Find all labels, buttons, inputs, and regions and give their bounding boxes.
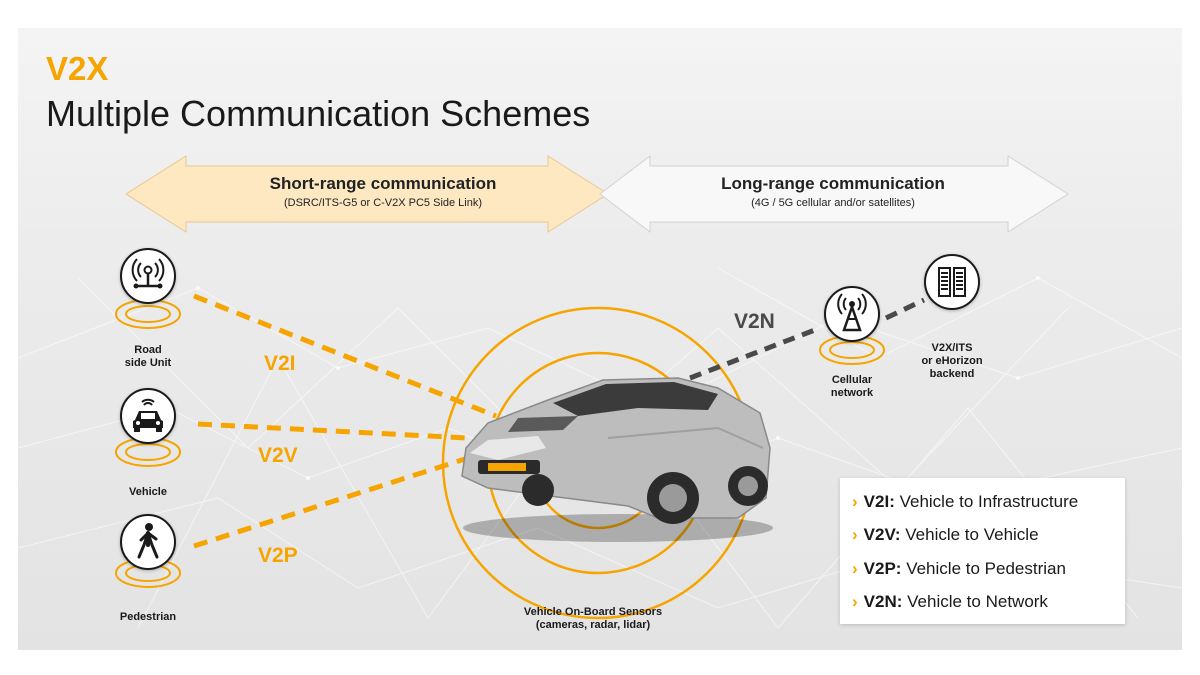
connected-car bbox=[461, 377, 773, 542]
cellular-network-node bbox=[824, 286, 880, 342]
legend-text: Vehicle to Vehicle bbox=[905, 525, 1039, 544]
roadside-unit-label-line2: side Unit bbox=[124, 357, 172, 369]
page-title: Multiple Communication Schemes bbox=[46, 93, 591, 134]
legend-text: Vehicle to Infrastructure bbox=[899, 492, 1079, 511]
on-board-sensors-subtitle: (cameras, radar, lidar) bbox=[535, 619, 651, 631]
heading: V2X Multiple Communication Schemes bbox=[46, 50, 590, 136]
links-layer bbox=[115, 293, 926, 620]
roadside-unit-icon bbox=[131, 258, 165, 289]
vehicle-icon bbox=[133, 398, 163, 432]
short-range-text: Short-range communication (DSRC/ITS-G5 o… bbox=[228, 174, 538, 209]
pedestrian-icon bbox=[137, 523, 159, 559]
on-board-sensors-label: Vehicle On-Board Sensors (cameras, radar… bbox=[488, 606, 698, 632]
legend-text: Vehicle to Network bbox=[907, 592, 1048, 611]
pedestrian-label: Pedestrian bbox=[119, 611, 177, 623]
backend-link-line bbox=[884, 297, 926, 321]
v2i-link-line bbox=[193, 293, 497, 419]
short-range-subtitle: (DSRC/ITS-G5 or C-V2X PC5 Side Link) bbox=[283, 197, 483, 209]
cellular-label-line2: network bbox=[830, 387, 874, 399]
chevron-right-icon: › bbox=[852, 592, 858, 611]
chevron-right-icon: › bbox=[852, 492, 858, 511]
roadside-unit-label-line1: Road bbox=[134, 344, 162, 356]
long-range-subtitle: (4G / 5G cellular and/or satellites) bbox=[751, 197, 915, 209]
cell-tower-icon bbox=[837, 293, 867, 332]
legend-item-v2p: › V2P: Vehicle to Pedestrian bbox=[852, 559, 1066, 579]
backend-label-line3: backend bbox=[929, 368, 975, 380]
cellular-network-label: Cellular network bbox=[812, 374, 892, 400]
backend-label: V2X/ITS or eHorizon backend bbox=[900, 342, 1004, 381]
legend-item-v2i: › V2I: Vehicle to Infrastructure bbox=[852, 492, 1078, 512]
long-range-arrow bbox=[599, 154, 1069, 234]
v2v-link-line bbox=[197, 421, 469, 441]
roadside-unit-node bbox=[120, 248, 176, 304]
long-range-text: Long-range communication (4G / 5G cellul… bbox=[668, 174, 998, 209]
legend-abbr: V2P: bbox=[863, 559, 902, 578]
v2p-link-line bbox=[193, 455, 469, 549]
legend-text: Vehicle to Pedestrian bbox=[906, 559, 1066, 578]
chevron-right-icon: › bbox=[852, 559, 858, 578]
v2i-label: V2I bbox=[264, 352, 296, 375]
legend-abbr: V2N: bbox=[863, 592, 903, 611]
vehicle-node bbox=[120, 388, 176, 444]
backend-label-line2: or eHorizon bbox=[921, 355, 983, 367]
range-arrows bbox=[125, 154, 1069, 234]
server-icon bbox=[938, 267, 966, 297]
on-board-sensors-title: Vehicle On-Board Sensors bbox=[523, 606, 663, 618]
backend-label-line1: V2X/ITS bbox=[931, 342, 973, 354]
backend-node bbox=[924, 254, 980, 310]
legend-abbr: V2V: bbox=[863, 525, 901, 544]
cellular-label-line1: Cellular bbox=[831, 374, 873, 386]
vehicle-label: Vehicle bbox=[129, 486, 167, 498]
v2n-link-line bbox=[689, 325, 821, 381]
legend-item-v2n: › V2N: Vehicle to Network bbox=[852, 592, 1048, 612]
pedestrian-node bbox=[120, 514, 176, 570]
short-range-title: Short-range communication bbox=[269, 174, 497, 193]
legend-item-v2v: › V2V: Vehicle to Vehicle bbox=[852, 525, 1039, 545]
chevron-right-icon: › bbox=[852, 525, 858, 544]
legend-box: › V2I: Vehicle to Infrastructure › V2V: Ve… bbox=[840, 478, 1125, 624]
long-range-title: Long-range communication bbox=[721, 174, 945, 193]
title-acronym: V2X bbox=[46, 50, 109, 87]
v2p-label: V2P bbox=[258, 544, 298, 567]
v2v-label: V2V bbox=[258, 444, 298, 467]
v2n-label: V2N bbox=[734, 310, 775, 333]
roadside-unit-label: Road side Unit bbox=[108, 344, 188, 370]
diagram-slide: V2X Multiple Communication Schemes Short… bbox=[18, 28, 1182, 650]
legend-abbr: V2I: bbox=[863, 492, 895, 511]
